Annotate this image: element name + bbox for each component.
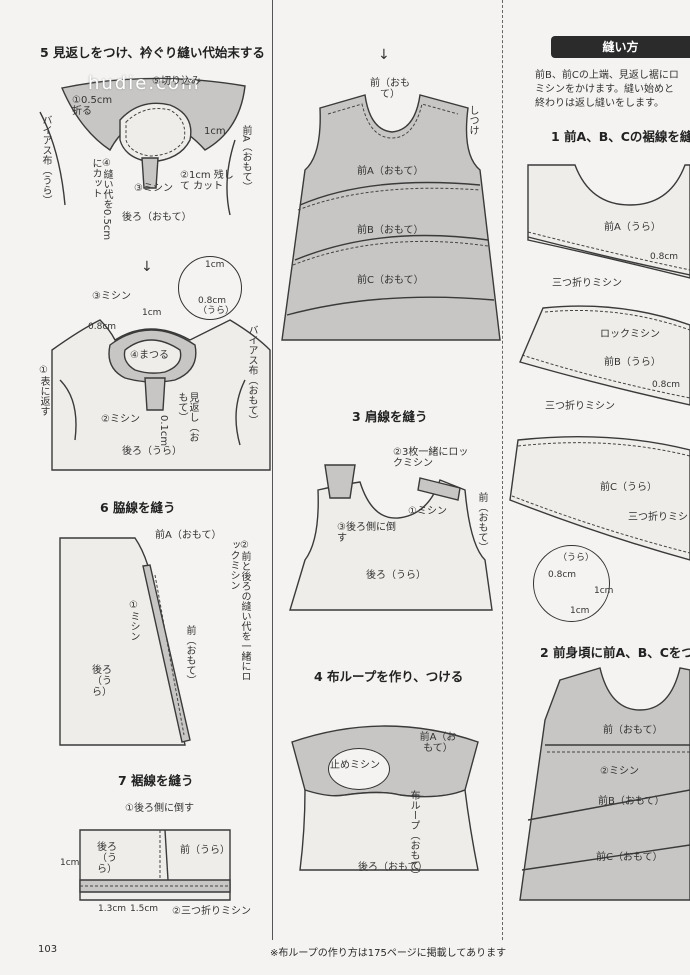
label: 1cm (594, 586, 614, 596)
label: 後ろ（おもて） (358, 862, 428, 873)
label: ④縫い代を0.5cmにカット (90, 158, 112, 241)
label: バイアス布（うら） (40, 115, 51, 205)
sew-step2-title: 2 前身頃に前A、B、Cをつ (540, 645, 690, 660)
sewing-banner: 縫い方 (551, 36, 690, 58)
label: 前A（おもて） (419, 732, 457, 754)
bias-strip (141, 157, 159, 189)
loop-detail-circle (328, 748, 390, 790)
hem-detail-circle (533, 545, 610, 622)
label: 後ろ（おもて） (122, 212, 192, 223)
footnote: ※布ループの作り方は175ページに掲載してあります (270, 948, 507, 959)
label: 前A（うら） (604, 222, 661, 233)
label: 三つ折りミシン (552, 278, 622, 289)
label: 前（うら） (180, 845, 230, 856)
label: ②3枚一緒にロックミシン (393, 447, 469, 469)
label: （うら） (198, 306, 235, 316)
watermark: hudie.com (88, 73, 201, 94)
label: 三つ折りミシン (545, 401, 615, 412)
label: 前C（おもて） (596, 852, 663, 863)
label: ⑤切り込み (152, 76, 201, 87)
label: 0.8cm (88, 322, 117, 332)
label: 0.1cm (158, 415, 169, 447)
label: しつけ (467, 105, 478, 135)
label: ③後ろ側に倒す (337, 522, 396, 544)
label: 0.8cm (652, 380, 681, 390)
step6-title: 6 脇線を縫う (100, 500, 176, 515)
label: 1cm (570, 606, 590, 616)
label: 1.5cm (130, 904, 159, 914)
label: 前A（おもて） (155, 530, 222, 541)
neck-opening (119, 102, 192, 163)
intro-line: ミシンをかけます。縫い始めと (535, 84, 674, 95)
label: ③ミシン (134, 183, 173, 194)
arrow-down-icon: ↓ (378, 47, 390, 63)
label: バイアス布（おもて） (246, 325, 257, 425)
intro-line: 前B、前Cの上端、見返し裾にロ (535, 70, 679, 81)
label: ①表に返す (38, 365, 49, 416)
label: 1cm (204, 126, 226, 137)
label: 1cm (60, 858, 80, 868)
label: 前（おもて） (603, 725, 663, 736)
assembled-front (519, 667, 690, 901)
step4-title: 4 布ループを作り、つける (314, 669, 464, 684)
shoulder-back (289, 479, 493, 611)
front-c-piece (509, 435, 690, 561)
label: 前B（おもて） (598, 796, 665, 807)
label: 布ループ（おもて） (408, 790, 419, 880)
label: 1.3cm (98, 904, 127, 914)
label: ①0.5cm 折る (72, 95, 113, 117)
front-a-piece (527, 164, 690, 279)
label: ②ミシン (101, 414, 140, 425)
front-dress (281, 94, 501, 341)
label: 見返し（おもて） (176, 392, 198, 442)
label: 前（おもて） (184, 625, 195, 685)
label: 0.8cm (548, 570, 577, 580)
label: 後ろ（うら） (366, 570, 426, 581)
label: ロックミシン (600, 329, 660, 340)
label: 1cm (142, 308, 162, 318)
label: ②前と後ろの縫い代を一緒にロックミシン (228, 540, 250, 681)
intro-line: 終わりは返し縫いをします。 (535, 98, 664, 109)
label: ①後ろ側に倒す (125, 803, 194, 814)
label: 前（おもて） (476, 492, 487, 552)
label: 後ろ（うら） (122, 446, 182, 457)
label: ②1cm 残して カット (180, 170, 234, 192)
label: （うら） (558, 553, 595, 563)
label: 三つ折りミシ (628, 512, 688, 523)
arrow-down-icon: ↓ (141, 259, 153, 275)
label: 前C（うら） (600, 482, 657, 493)
label: 前B（おもて） (357, 225, 424, 236)
page-number: 103 (38, 944, 58, 955)
label: 前A（おもて） (240, 125, 251, 192)
label: 1cm (205, 260, 225, 270)
label: ③ミシン (92, 291, 131, 302)
label: 0.8cm (650, 252, 679, 262)
label: 前A（おもて） (357, 166, 424, 177)
label: ④まつる (130, 350, 169, 361)
sew-step1-title: 1 前A、B、Cの裾線を縫 (551, 129, 690, 144)
label: 後ろ（うら） (92, 665, 112, 698)
step3-title: 3 肩線を縫う (352, 409, 428, 424)
step7-title: 7 裾線を縫う (118, 773, 194, 788)
column-divider (272, 0, 273, 940)
label: 後ろ（うら） (97, 842, 117, 875)
column-divider (502, 0, 503, 940)
label: 前C（おもて） (357, 275, 424, 286)
label: 前（おもて） (370, 78, 410, 100)
label: ②三つ折りミシン (172, 906, 251, 917)
label: 止めミシン (330, 760, 380, 771)
step5-title: 5 見返しをつけ、衿ぐり縫い代始末する (40, 45, 265, 60)
label: ①ミシン (408, 506, 447, 517)
label: ①ミシン (128, 600, 139, 641)
detail-circle (178, 256, 242, 320)
label: ②ミシン (600, 766, 639, 777)
label: 前B（うら） (604, 357, 661, 368)
label: 0.8cm (198, 296, 227, 306)
